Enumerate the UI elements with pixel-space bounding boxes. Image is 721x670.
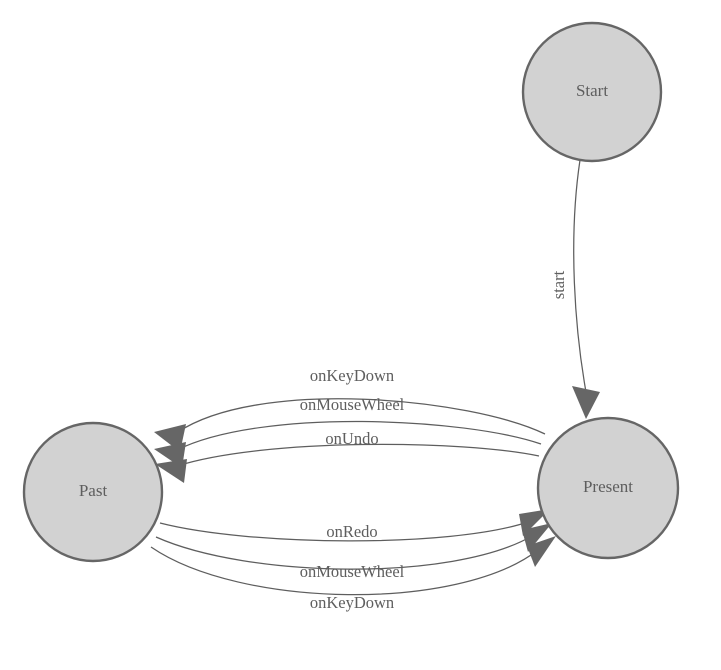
node-present[interactable]: Present: [536, 416, 680, 560]
edge-label-start: start: [549, 270, 568, 299]
edge-past-to-present-onmousewheel[interactable]: onMouseWheel: [155, 523, 552, 581]
edge-label-present-past-onmousewheel: onMouseWheel: [300, 395, 405, 414]
node-present-circle: [536, 416, 680, 560]
node-start[interactable]: Start: [521, 21, 663, 163]
edge-present-to-past-onundo-path: [176, 443, 540, 467]
edge-past-to-present-onkeydown[interactable]: onKeyDown: [150, 536, 556, 612]
edge-present-to-past-onkeydown-path: [177, 398, 546, 435]
edge-past-to-present-onredo[interactable]: onRedo: [159, 509, 550, 542]
edge-present-to-past-onmousewheel-path: [176, 420, 542, 451]
edge-past-to-present-onkeydown-arrowhead: [527, 536, 556, 567]
edge-past-to-present-onredo-path: [159, 521, 529, 542]
edge-label-past-present-onmousewheel: onMouseWheel: [300, 562, 405, 581]
edge-present-to-past-onkeydown[interactable]: onKeyDown: [154, 366, 546, 452]
node-start-circle: [521, 21, 663, 163]
edge-present-to-past-onundo-arrowhead: [155, 459, 187, 483]
edge-start-to-present-arrowhead: [572, 386, 600, 419]
edge-label-present-past-onkeydown: onKeyDown: [310, 366, 394, 385]
edge-past-to-present-onkeydown-path: [150, 546, 539, 596]
node-past[interactable]: Past: [22, 421, 164, 563]
edge-label-past-present-onredo: onRedo: [326, 522, 377, 541]
edge-past-to-present-onmousewheel-path: [155, 535, 533, 570]
edge-start-to-present-path: [573, 159, 587, 393]
edge-start-to-present[interactable]: start: [549, 159, 600, 419]
edge-label-past-present-onkeydown: onKeyDown: [310, 593, 394, 612]
edge-past-to-present-onmousewheel-arrowhead: [522, 523, 552, 552]
node-past-circle: [22, 421, 164, 563]
